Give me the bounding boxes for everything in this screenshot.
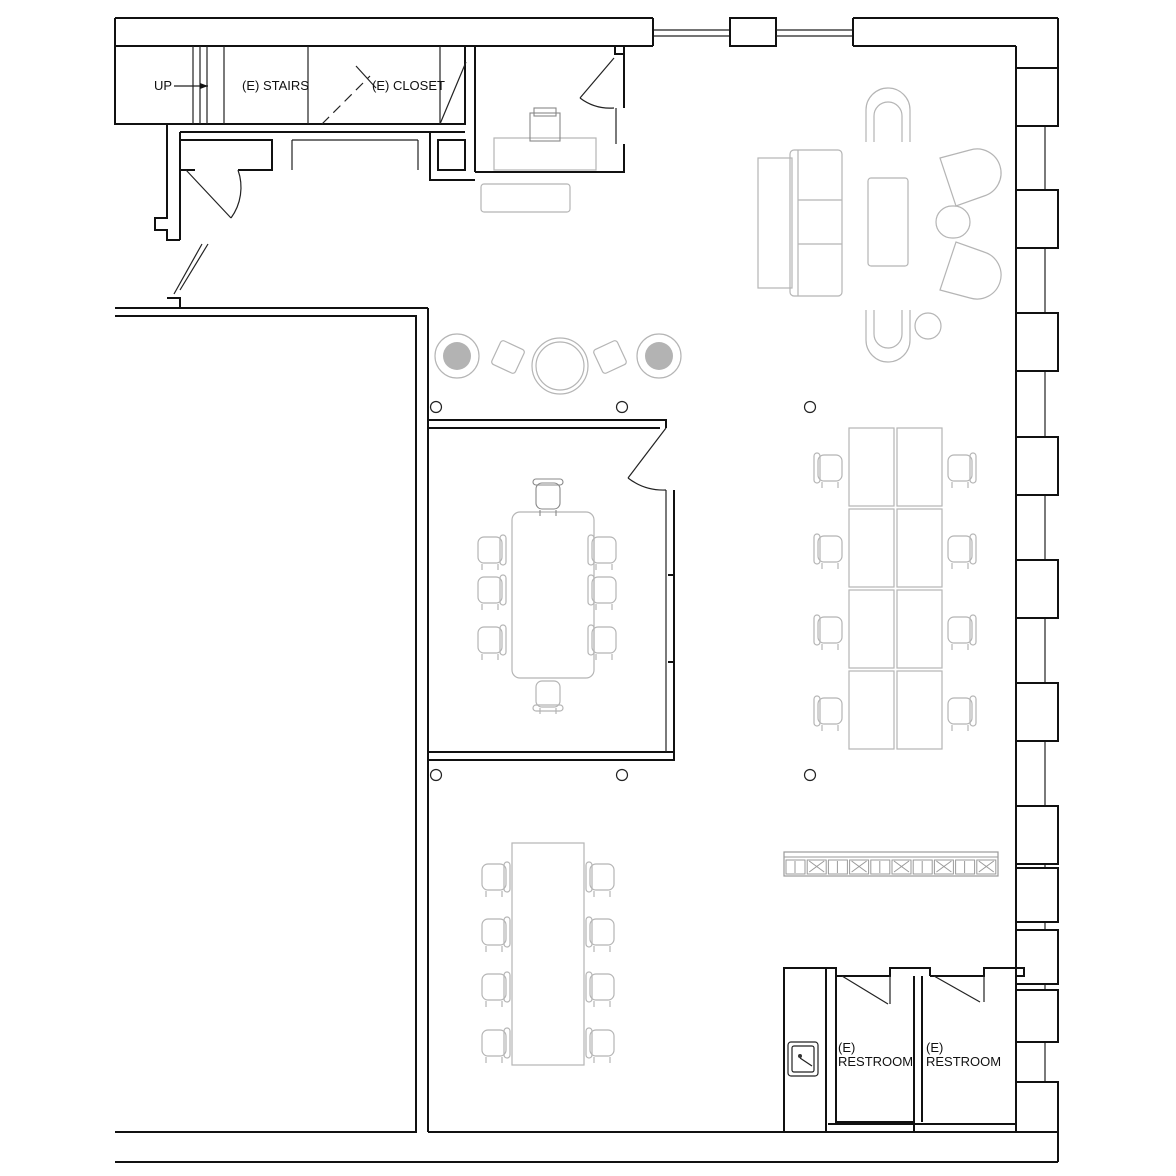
chair [481,861,511,897]
cabinet [912,859,933,875]
pilaster [1015,989,1059,1043]
conference-chairs [477,478,617,714]
restroom-1-label-line1: (E) [838,1040,855,1055]
pilaster [1015,189,1059,249]
chair [532,680,564,714]
pilaster [1015,1081,1059,1133]
chair [587,624,617,660]
desk [896,589,943,669]
chair [947,614,977,650]
desk [896,508,943,588]
cabinet [976,859,997,875]
desk [848,670,895,750]
cabinet [849,859,870,875]
chair [481,971,511,1007]
chair [813,695,843,731]
chair [585,916,615,952]
communal-table [511,842,585,1066]
pilaster [1015,559,1059,619]
chair [585,1027,615,1063]
cabinet [891,859,912,875]
chair [585,971,615,1007]
pilaster [1015,312,1059,372]
cabinet [870,859,891,875]
restroom-1-label-line2: RESTROOM [838,1054,913,1069]
chair [477,574,507,610]
columns [429,400,817,782]
cabinet [785,859,806,875]
conference-room [428,419,675,761]
cabinet [933,859,954,875]
chair [947,452,977,488]
chair [481,916,511,952]
chair [813,614,843,650]
pilasters [1015,67,1059,1133]
closet-label: (E) CLOSET [372,78,445,93]
stairs-area [114,45,467,125]
restrooms [783,967,1025,1133]
pilaster [1015,682,1059,742]
pilaster [1015,436,1059,496]
cabinet [827,859,848,875]
chair [587,574,617,610]
chair [477,534,507,570]
desk [848,427,895,507]
desk [848,589,895,669]
communal-chairs [481,861,615,1063]
pilaster [1015,929,1059,985]
chair [477,624,507,660]
lounge [757,87,1002,363]
desk [896,427,943,507]
chair [813,452,843,488]
workstations [813,427,977,750]
chair [947,533,977,569]
restroom-2-label-line1: (E) [926,1040,943,1055]
desk [896,670,943,750]
booth-row [434,333,682,395]
chair [587,534,617,570]
up-label: UP [154,78,172,93]
restroom-2-label-line2: RESTROOM [926,1054,1001,1069]
pilaster [1015,67,1059,127]
file-cabinets [783,851,999,877]
chair [813,533,843,569]
chair [585,861,615,897]
chair [481,1027,511,1063]
entry-walls [115,124,475,309]
stairs-label: (E) STAIRS [242,78,309,93]
chair [947,695,977,731]
pilaster [1015,805,1059,865]
left-tenant-wall [115,307,429,1133]
cabinet [955,859,976,875]
cabinet [806,859,827,875]
small-office [474,45,625,213]
stairs-up-label: UP [154,78,172,93]
pilaster [1015,867,1059,923]
desk [848,508,895,588]
chair [532,478,564,516]
